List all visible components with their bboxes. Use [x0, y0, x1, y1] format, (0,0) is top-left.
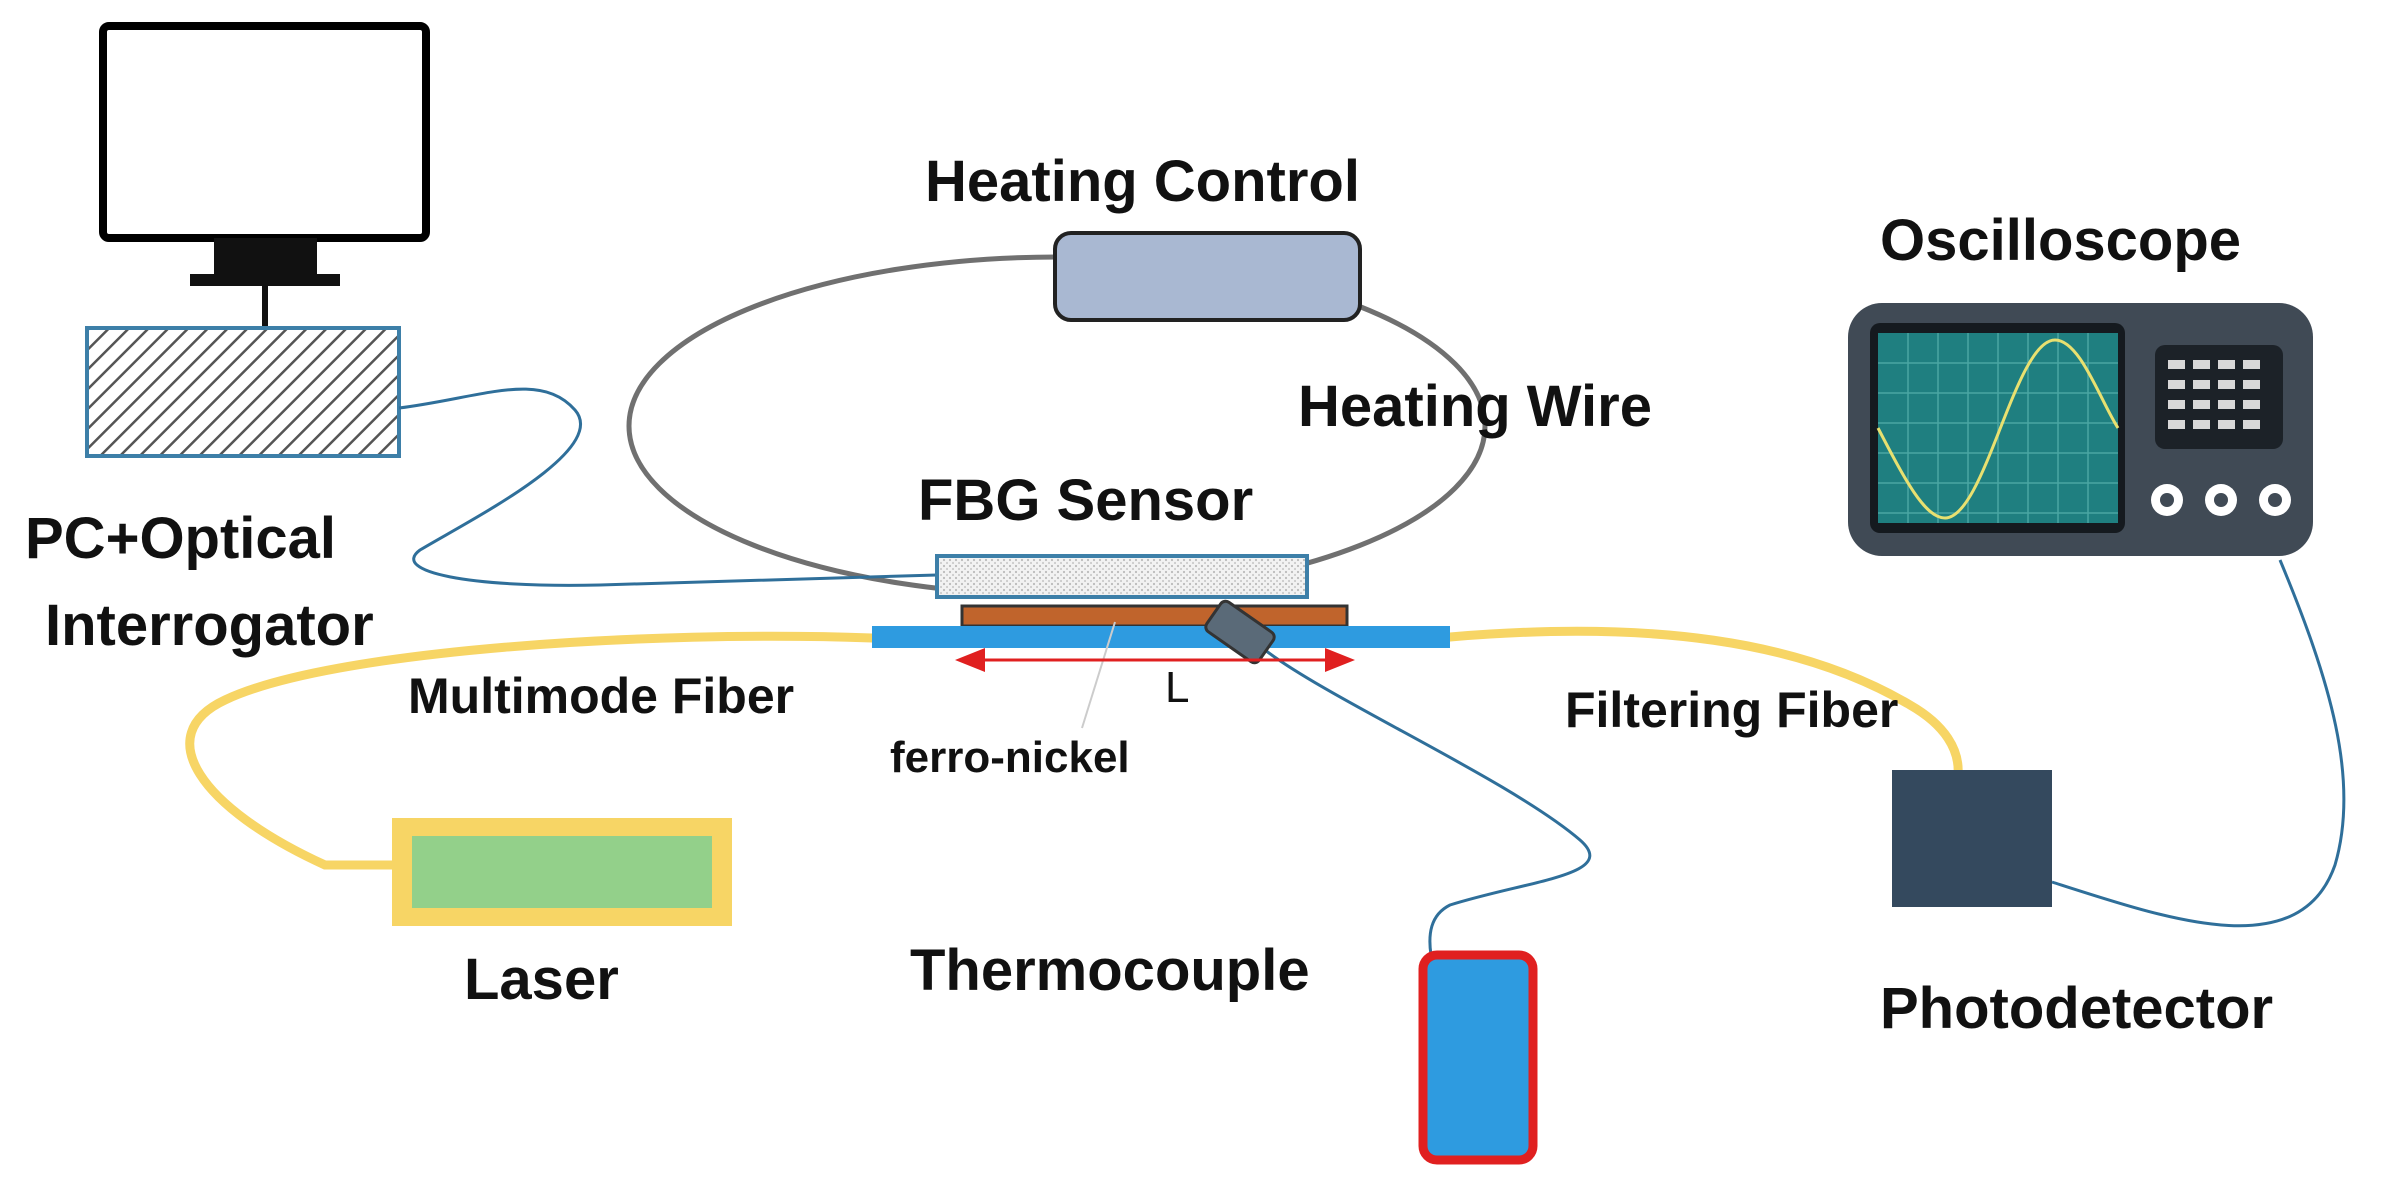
multimode-fiber-label: Multimode Fiber	[408, 668, 795, 724]
thermocouple-probe	[1418, 950, 1538, 1165]
laser-box	[392, 818, 732, 926]
fbg-sensor-label: FBG Sensor	[918, 468, 1254, 533]
laser-label: Laser	[464, 947, 619, 1012]
photodetector-to-oscilloscope-cable	[2051, 559, 2346, 928]
heating-wire-label: Heating Wire	[1298, 374, 1652, 439]
ferro-nickel-strip	[960, 604, 1349, 628]
thermocouple-cable	[1264, 648, 1592, 956]
filtering-fiber-label: Filtering Fiber	[1565, 682, 1899, 738]
photodetector-box	[1892, 770, 2052, 907]
optical-fiber-right	[1445, 626, 1963, 780]
interrogator-to-fbg-cable	[398, 387, 938, 587]
length-symbol-label: L	[1165, 663, 1190, 712]
ferro-nickel-label: ferro-nickel	[890, 733, 1130, 782]
oscilloscope-icon	[1848, 303, 2313, 556]
heating-control-box	[1053, 231, 1362, 322]
thermocouple-label: Thermocouple	[910, 938, 1310, 1003]
multimode-fiber-bar	[872, 626, 1450, 648]
optical-fiber-left	[185, 631, 877, 870]
oscilloscope-label: Oscilloscope	[1880, 208, 2242, 273]
pc-optical-label: PC+Optical	[25, 506, 337, 571]
monitor-icon	[99, 22, 430, 328]
interrogator-label: Interrogator	[45, 593, 374, 658]
interrogator-box	[85, 326, 401, 458]
ferro-nickel-pointer	[1081, 621, 1116, 729]
length-arrow	[955, 648, 1355, 672]
fbg-sensor-bar	[935, 554, 1309, 599]
photodetector-label: Photodetector	[1880, 976, 2274, 1041]
heating-control-label: Heating Control	[925, 149, 1360, 214]
thermocouple-probe-tip	[1204, 599, 1276, 665]
